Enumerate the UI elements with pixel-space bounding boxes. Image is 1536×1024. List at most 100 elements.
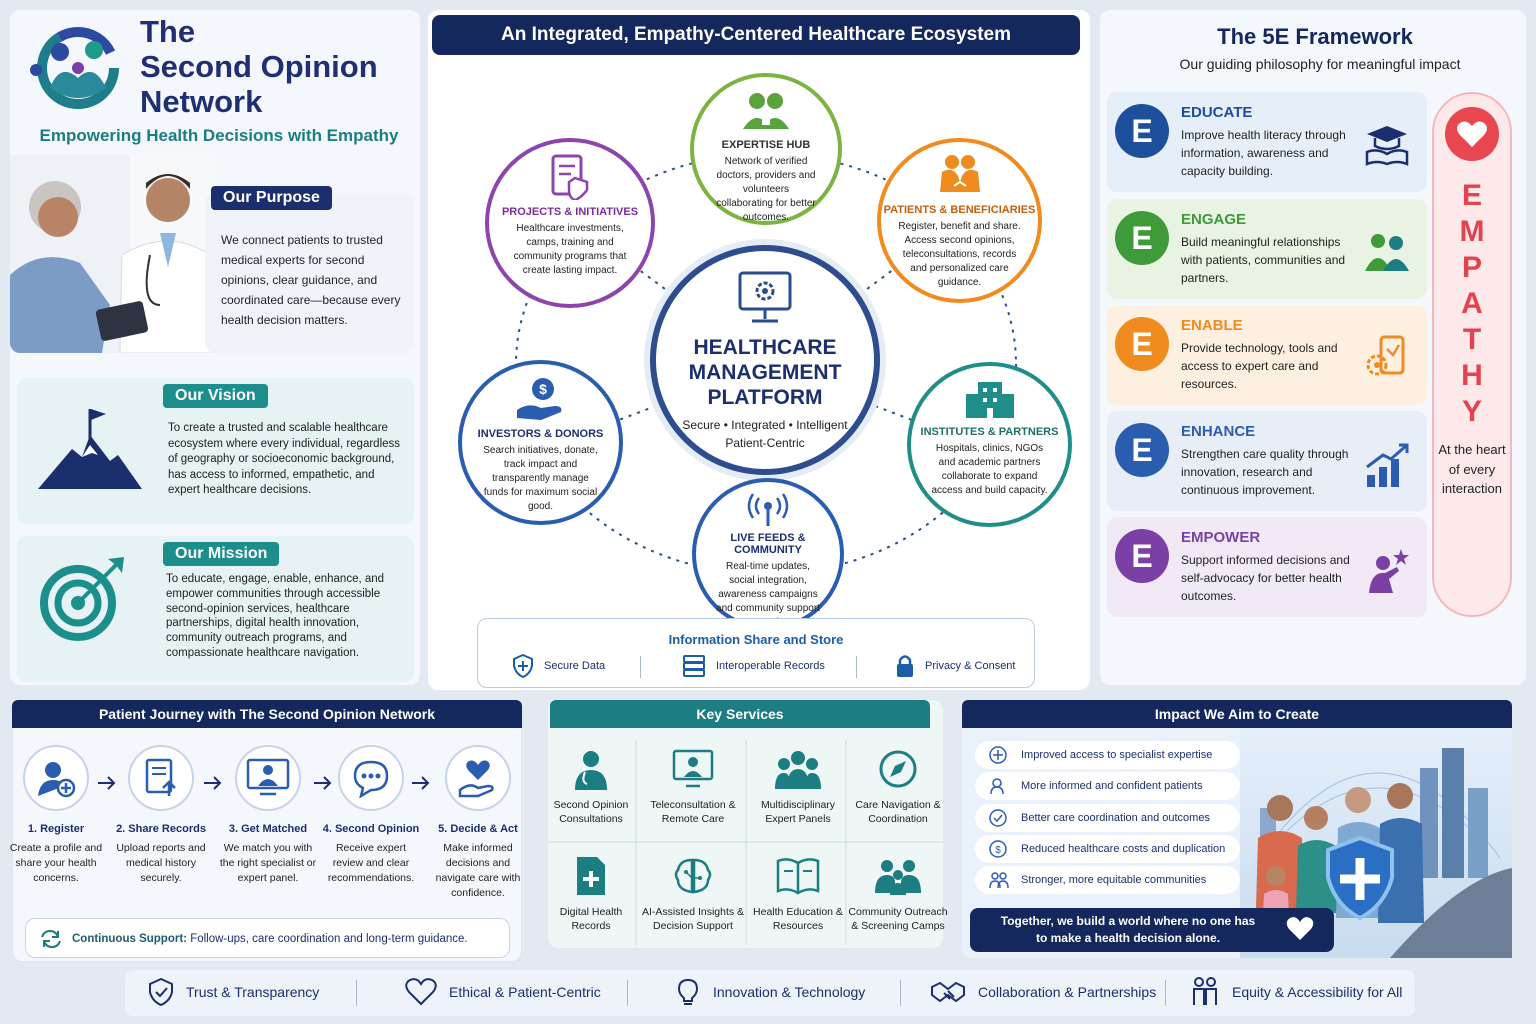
shield-icon — [513, 654, 533, 678]
antenna-signal-icon — [745, 492, 791, 526]
journey-step-text: Make informed decisions and navigate car… — [435, 842, 521, 899]
expertise-hub-node[interactable]: EXPERTISE HUB Network of verified doctor… — [690, 73, 842, 225]
journey-step-title: 2. Share Records — [116, 823, 206, 835]
mountain-flag-icon — [38, 405, 142, 491]
decide-act-icon — [445, 745, 511, 811]
mission-label: Our Mission — [163, 542, 280, 566]
investors-node[interactable]: $ INVESTORS & DONORS Search initiatives,… — [458, 360, 623, 525]
svg-text:$: $ — [539, 381, 547, 397]
impact-item-specialist-access: Improved access to specialist expertise — [975, 741, 1240, 769]
patients-node[interactable]: PATIENTS & BENEFICIARIES Register, benef… — [877, 138, 1042, 303]
vision-text: To create a trusted and scalable healthc… — [168, 422, 401, 496]
projects-title: PROJECTS & INITIATIVES — [501, 206, 639, 218]
expert-panels-icon — [746, 746, 850, 792]
purpose-text: We connect patients to trusted medical e… — [221, 233, 401, 327]
mission-text: To educate, engage, enable, enhance, and… — [166, 573, 385, 659]
divider — [1165, 980, 1166, 1006]
framework-item-text: Build meaningful relationships with pati… — [1181, 235, 1346, 285]
teleconsultation-icon — [641, 746, 745, 792]
divider — [900, 980, 901, 1006]
impact-item-label: More informed and confident patients — [1021, 780, 1203, 792]
impact-banner — [970, 908, 1334, 952]
empower-icon — [1363, 547, 1411, 595]
platform-title-3: PLATFORM — [707, 386, 823, 409]
e-badge: E — [1115, 529, 1169, 583]
framework-item-title: ENABLE — [1181, 317, 1243, 334]
info-interoperable: Interoperable Records — [682, 654, 825, 678]
support-label: Continuous Support: — [72, 933, 187, 945]
donation-hand-icon: $ — [515, 376, 567, 422]
empathy-letter: E — [1461, 179, 1482, 212]
value-ethical: Ethical & Patient-Centric — [405, 972, 601, 1012]
value-innovation-label: Innovation & Technology — [713, 984, 866, 1000]
framework-item-title: ENGAGE — [1181, 211, 1247, 228]
platform-title-2: MANAGEMENT — [688, 361, 842, 384]
second-opinion-icon — [338, 745, 404, 811]
brand-title-line3: Network — [140, 84, 263, 119]
brand-title-line2: Second Opinion — [140, 49, 378, 84]
health-education-icon — [746, 853, 850, 899]
journey-step-text: Create a profile and share your health c… — [9, 842, 103, 884]
shield-check-icon — [149, 978, 173, 1006]
institutes-node[interactable]: INSTITUTES & PARTNERS Hospitals, clinics… — [907, 362, 1072, 527]
framework-item-text: Strengthen care quality through innovati… — [1181, 447, 1349, 497]
impact-item-reduced-costs: $Reduced healthcare costs and duplicatio… — [975, 835, 1240, 863]
institutes-title: INSTITUTES & PARTNERS — [920, 426, 1059, 438]
projects-text: Healthcare investments, camps, training … — [513, 223, 627, 276]
service-label: AI-Assisted Insights & Decision Support — [641, 906, 745, 932]
platform-subtitle-1: Secure • Integrated • Intelligent — [682, 418, 848, 432]
enhance-icon — [1363, 441, 1411, 489]
empathy-letter: H — [1461, 359, 1483, 392]
patients-title: PATIENTS & BENEFICIARIES — [883, 204, 1036, 216]
journey-arrows — [96, 773, 431, 793]
impact-item-label: Improved access to specialist expertise — [1021, 749, 1213, 761]
service-label: Second Opinion Consultations — [553, 799, 629, 825]
institutes-text: Hospitals, clinics, NGOs and academic pa… — [931, 443, 1048, 496]
tagline: Empowering Health Decisions with Empathy — [39, 126, 399, 145]
people-icon — [1193, 977, 1217, 1005]
framework-item-title: EDUCATE — [1181, 104, 1253, 121]
platform-hub: HEALTHCARE MANAGEMENT PLATFORM Secure • … — [650, 245, 880, 475]
info-share-title: Information Share and Store — [668, 632, 844, 647]
ecosystem-title: An Integrated, Empathy-Centered Healthca… — [432, 15, 1080, 55]
live-feeds-title: LIVE FEEDS & COMMUNITY — [730, 532, 806, 556]
projects-node[interactable]: PROJECTS & INITIATIVES Healthcare invest… — [485, 138, 655, 308]
value-equity-label: Equity & Accessibility for All — [1232, 984, 1403, 1000]
divider — [856, 656, 857, 678]
target-icon — [38, 553, 128, 643]
support-text: Follow-ups, care coordination and long-t… — [190, 933, 468, 945]
enable-icon — [1363, 335, 1411, 383]
handshake-icon — [931, 981, 965, 1003]
service-health-education: Health Education & Resources — [746, 853, 850, 933]
engage-icon — [1363, 229, 1411, 273]
impact-banner-text: Together, we build a world where no one … — [1000, 914, 1256, 945]
expertise-hub-text: Network of verified doctors, providers a… — [716, 156, 816, 223]
live-feeds-node[interactable]: LIVE FEEDS & COMMUNITY Real-time updates… — [692, 478, 844, 630]
care-navigation-icon — [846, 746, 950, 792]
service-ai-insights: AI-Assisted Insights & Decision Support — [641, 853, 745, 933]
heart-outline-icon — [405, 978, 437, 1006]
patients-text: Register, benefit and share. Access seco… — [898, 221, 1021, 288]
building-icon — [964, 378, 1016, 420]
care-coordination-icon — [989, 809, 1007, 827]
service-expert-panels: Multidisciplinary Expert Panels — [746, 746, 850, 826]
svg-text:$: $ — [995, 845, 1001, 856]
register-icon — [23, 745, 89, 811]
value-collaboration-label: Collaboration & Partnerships — [978, 984, 1157, 1000]
document-shield-icon — [547, 154, 593, 200]
e-badge: E — [1115, 423, 1169, 477]
continuous-support: Continuous Support: Follow-ups, care coo… — [40, 929, 468, 949]
interoperable-label: Interoperable Records — [716, 660, 825, 672]
journey-step-title: 4. Second Opinion — [322, 823, 420, 835]
framework-title: The 5E Framework — [1217, 24, 1413, 49]
service-care-navigation: Care Navigation & Coordination — [846, 746, 950, 826]
impact-item-informed-patients: More informed and confident patients — [975, 772, 1240, 800]
impact-item-label: Stronger, more equitable communities — [1021, 874, 1207, 886]
platform-title-1: HEALTHCARE — [693, 336, 837, 359]
service-community-outreach: Community Outreach & Screening Camps — [846, 853, 950, 933]
